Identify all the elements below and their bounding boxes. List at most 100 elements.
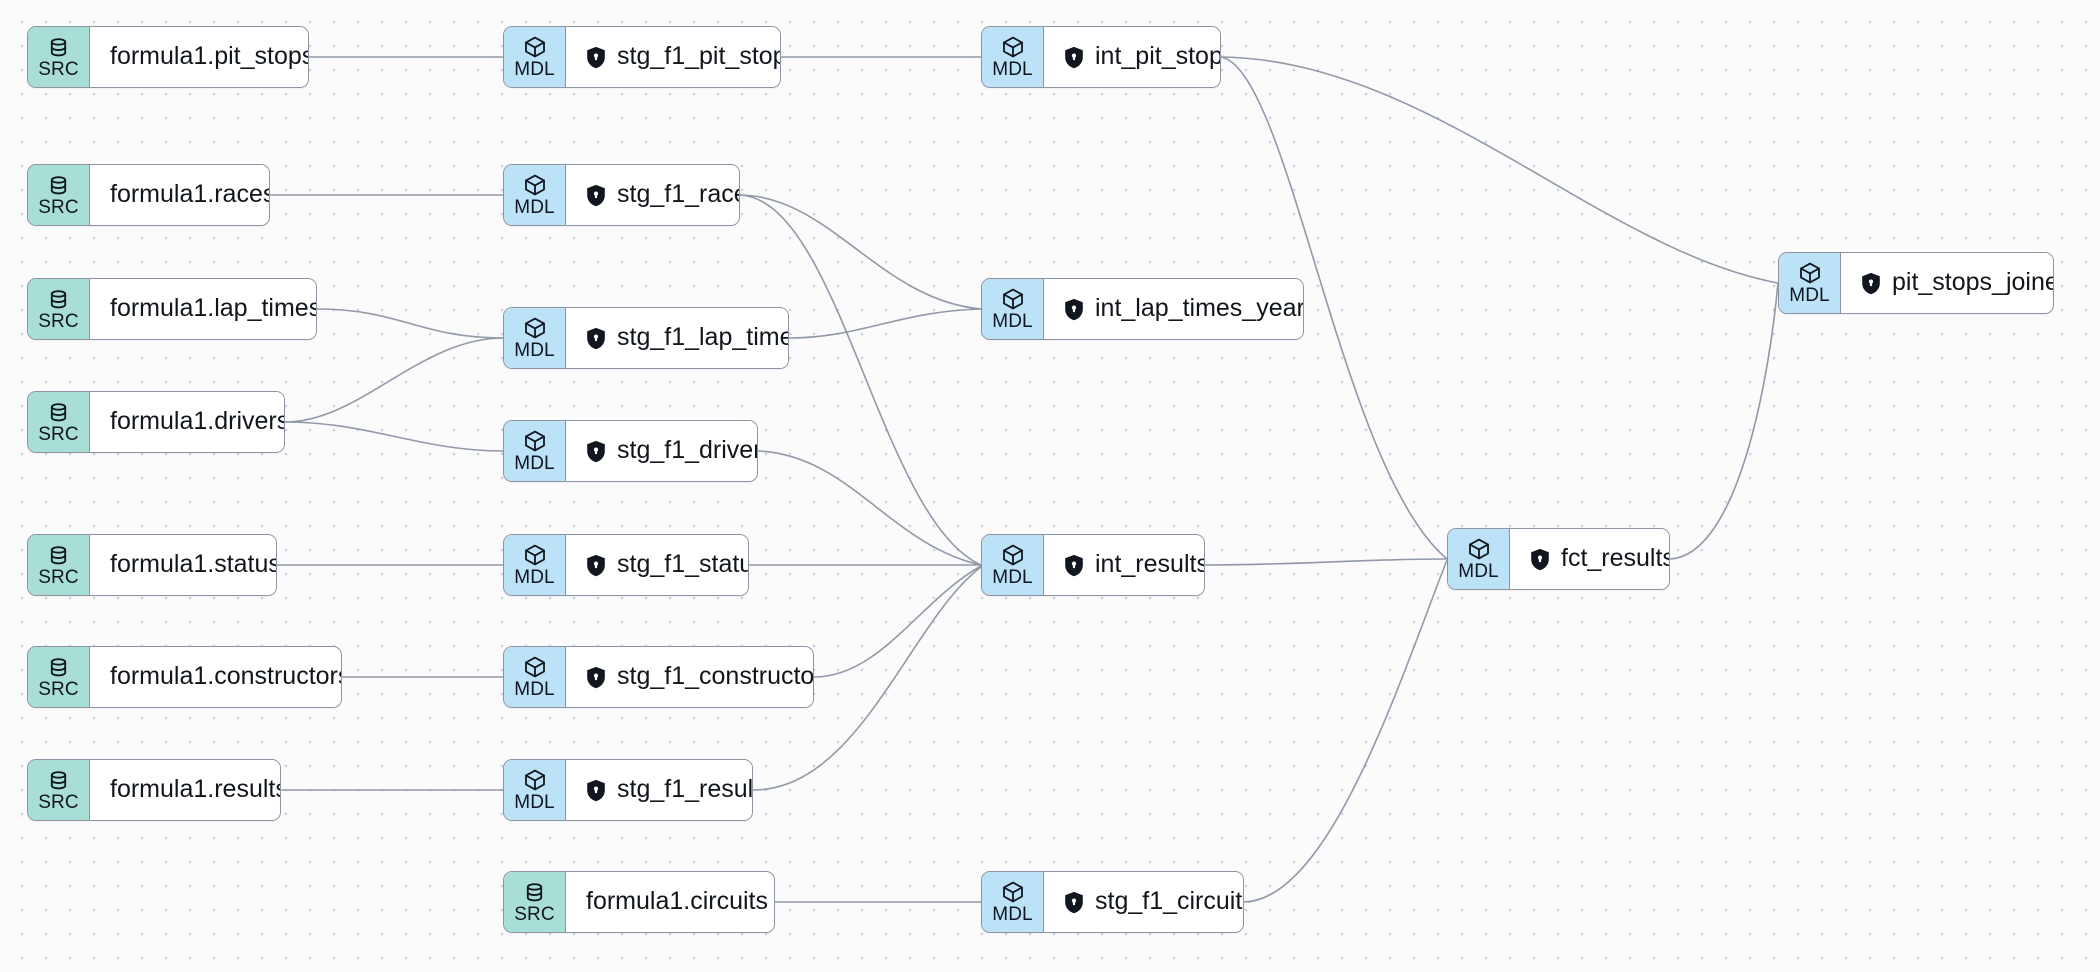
- cube-icon: [1001, 543, 1025, 567]
- node-body: stg_f1_results: [566, 760, 753, 820]
- node-stg_races[interactable]: MDL stg_f1_races: [503, 164, 740, 226]
- source-badge: SRC: [28, 647, 90, 707]
- model-tag-label: MDL: [514, 679, 555, 700]
- source-badge: SRC: [28, 165, 90, 225]
- node-label: formula1.constructors: [110, 662, 342, 691]
- model-badge: MDL: [1779, 253, 1841, 313]
- node-label: int_results: [1095, 550, 1205, 579]
- node-body: formula1.pit_stops: [90, 27, 309, 87]
- node-src_circuits[interactable]: SRC formula1.circuits: [503, 871, 775, 933]
- model-tag-label: MDL: [992, 311, 1033, 332]
- source-tag-label: SRC: [38, 678, 79, 700]
- model-badge: MDL: [982, 27, 1044, 87]
- database-icon: [47, 769, 70, 792]
- source-tag-label: SRC: [38, 58, 79, 80]
- source-badge: SRC: [28, 760, 90, 820]
- shield-lock-icon: [586, 327, 606, 350]
- database-icon: [47, 401, 70, 424]
- node-label: stg_f1_races: [617, 180, 739, 209]
- node-pit_stops_joined[interactable]: MDL pit_stops_joined: [1778, 252, 2054, 314]
- node-stg_drivers[interactable]: MDL stg_f1_drivers: [503, 420, 758, 482]
- node-src_drivers[interactable]: SRC formula1.drivers: [27, 391, 285, 453]
- node-stg_status[interactable]: MDL stg_f1_status: [503, 534, 749, 596]
- model-tag-label: MDL: [514, 59, 555, 80]
- node-body: formula1.races: [90, 165, 269, 225]
- node-label: stg_f1_status: [617, 550, 748, 579]
- shield-lock-icon: [586, 184, 606, 207]
- node-label: formula1.circuits: [586, 887, 768, 916]
- node-label: int_lap_times_years: [1095, 294, 1304, 323]
- model-badge: MDL: [504, 308, 566, 368]
- model-badge: MDL: [504, 27, 566, 87]
- node-body: stg_f1_races: [566, 165, 739, 225]
- node-label: stg_f1_drivers: [617, 436, 757, 465]
- model-badge: MDL: [982, 279, 1044, 339]
- cube-icon: [523, 429, 547, 453]
- node-src_pit_stops[interactable]: SRC formula1.pit_stops: [27, 26, 309, 88]
- model-badge: MDL: [504, 647, 566, 707]
- node-label: pit_stops_joined: [1892, 268, 2053, 297]
- shield-lock-icon: [1064, 554, 1084, 577]
- shield-lock-icon: [586, 666, 606, 689]
- node-label: formula1.results: [110, 775, 281, 804]
- node-int_lap_times_years[interactable]: MDL int_lap_times_years: [981, 278, 1304, 340]
- node-label: fct_results: [1561, 544, 1670, 573]
- shield-lock-icon: [1861, 272, 1881, 295]
- source-badge: SRC: [28, 279, 90, 339]
- database-icon: [47, 544, 70, 567]
- cube-icon: [1001, 287, 1025, 311]
- shield-lock-icon: [586, 554, 606, 577]
- database-icon: [47, 36, 70, 59]
- source-tag-label: SRC: [38, 196, 79, 218]
- node-body: formula1.constructors: [90, 647, 342, 707]
- source-badge: SRC: [28, 392, 90, 452]
- shield-lock-icon: [1064, 46, 1084, 69]
- node-body: stg_f1_lap_times: [566, 308, 788, 368]
- source-badge: SRC: [28, 27, 90, 87]
- node-body: formula1.circuits: [566, 872, 774, 932]
- node-body: formula1.status: [90, 535, 276, 595]
- node-fct_results[interactable]: MDL fct_results: [1447, 528, 1670, 590]
- database-icon: [47, 288, 70, 311]
- node-src_results[interactable]: SRC formula1.results: [27, 759, 281, 821]
- node-label: stg_f1_results: [617, 775, 753, 804]
- model-badge: MDL: [504, 165, 566, 225]
- node-src_constructors[interactable]: SRC formula1.constructors: [27, 646, 342, 708]
- node-body: stg_f1_drivers: [566, 421, 757, 481]
- source-badge: SRC: [504, 872, 566, 932]
- node-label: formula1.pit_stops: [110, 42, 309, 71]
- model-badge: MDL: [504, 760, 566, 820]
- node-body: formula1.drivers: [90, 392, 285, 452]
- model-tag-label: MDL: [514, 567, 555, 588]
- source-tag-label: SRC: [38, 791, 79, 813]
- model-tag-label: MDL: [992, 904, 1033, 925]
- cube-icon: [523, 316, 547, 340]
- node-src_status[interactable]: SRC formula1.status: [27, 534, 277, 596]
- node-body: fct_results: [1510, 529, 1670, 589]
- node-stg_constructors[interactable]: MDL stg_f1_constructors: [503, 646, 814, 708]
- node-body: int_results: [1044, 535, 1205, 595]
- cube-icon: [523, 173, 547, 197]
- cube-icon: [523, 35, 547, 59]
- node-label: formula1.drivers: [110, 407, 285, 436]
- model-tag-label: MDL: [514, 792, 555, 813]
- model-tag-label: MDL: [1789, 285, 1830, 306]
- database-icon: [523, 881, 546, 904]
- node-stg_results[interactable]: MDL stg_f1_results: [503, 759, 753, 821]
- node-label: stg_f1_constructors: [617, 662, 814, 691]
- source-tag-label: SRC: [514, 903, 555, 925]
- model-tag-label: MDL: [1458, 561, 1499, 582]
- source-tag-label: SRC: [38, 566, 79, 588]
- model-badge: MDL: [504, 421, 566, 481]
- node-src_races[interactable]: SRC formula1.races: [27, 164, 270, 226]
- node-body: int_lap_times_years: [1044, 279, 1304, 339]
- model-tag-label: MDL: [992, 59, 1033, 80]
- cube-icon: [523, 543, 547, 567]
